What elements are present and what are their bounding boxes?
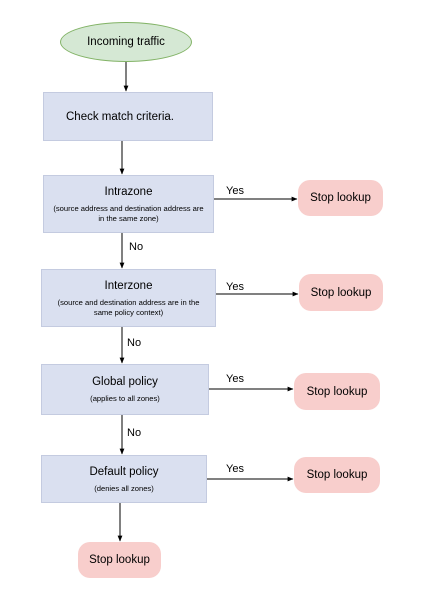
step-interzone-title: Interzone	[104, 279, 153, 292]
stop-final: Stop lookup	[78, 542, 161, 578]
step-intrazone-title: Intrazone	[104, 185, 153, 198]
step-default-policy-detail: (denies all zones)	[94, 483, 154, 493]
stop-global-label: Stop lookup	[306, 385, 368, 398]
step-check-match: Check match criteria.	[43, 92, 213, 141]
label-yes-interzone: Yes	[226, 281, 244, 293]
step-intrazone: Intrazone (source address and destinatio…	[43, 175, 214, 233]
step-intrazone-detail: (source address and destination address …	[53, 203, 204, 223]
label-yes-intrazone: Yes	[226, 185, 244, 197]
step-default-policy-title: Default policy	[89, 465, 159, 478]
step-interzone-detail: (source and destination address are in t…	[57, 297, 200, 317]
label-yes-default: Yes	[226, 463, 244, 475]
label-no-intrazone: No	[129, 241, 144, 253]
step-interzone: Interzone (source and destination addres…	[41, 269, 216, 327]
label-yes-global: Yes	[226, 373, 244, 385]
stop-intrazone-label: Stop lookup	[310, 192, 371, 204]
step-global-policy-title: Global policy	[92, 376, 158, 388]
stop-final-label: Stop lookup	[89, 554, 150, 566]
label-no-interzone: No	[127, 337, 142, 349]
stop-interzone-label: Stop lookup	[310, 286, 372, 299]
stop-intrazone: Stop lookup	[298, 180, 383, 216]
start-label: Incoming traffic	[87, 36, 165, 48]
stop-interzone: Stop lookup	[299, 274, 383, 311]
step-check-match-title: Check match criteria.	[66, 110, 175, 123]
step-default-policy: Default policy (denies all zones)	[41, 455, 207, 503]
step-global-policy-detail: (applies to all zones)	[90, 394, 160, 403]
stop-default: Stop lookup	[294, 457, 380, 493]
stop-global: Stop lookup	[294, 373, 380, 410]
stop-default-label: Stop lookup	[306, 469, 368, 481]
start-node: Incoming traffic	[60, 22, 192, 62]
step-global-policy: Global policy (applies to all zones)	[41, 364, 209, 415]
label-no-global: No	[127, 427, 142, 439]
